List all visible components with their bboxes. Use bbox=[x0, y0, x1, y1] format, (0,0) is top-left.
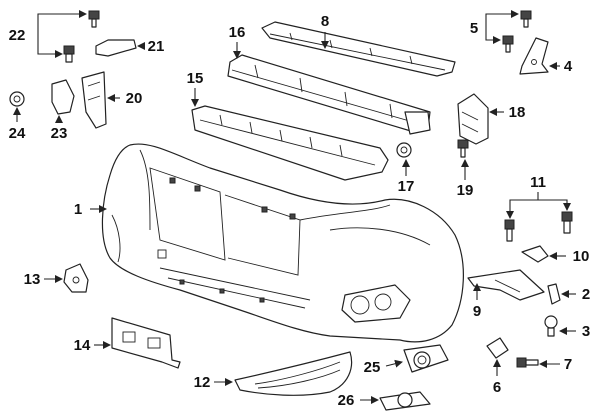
callout-4: 4 bbox=[564, 58, 573, 75]
callout-6: 6 bbox=[493, 379, 501, 396]
leader-lines bbox=[13, 10, 576, 404]
callout-1: 1 bbox=[74, 201, 82, 218]
callout-14: 14 bbox=[74, 337, 91, 354]
callout-24: 24 bbox=[9, 125, 26, 142]
part-19-screw bbox=[457, 139, 469, 158]
part-17-nut bbox=[396, 142, 412, 158]
part-10-clip bbox=[521, 245, 549, 263]
part-9-side-bracket bbox=[467, 269, 545, 301]
callout-10: 10 bbox=[573, 248, 590, 265]
part-8-absorber bbox=[261, 21, 456, 77]
part-21-bracket bbox=[95, 39, 137, 57]
callout-5: 5 bbox=[470, 20, 478, 37]
part-12-bezel bbox=[234, 351, 353, 396]
part-15-absorber bbox=[191, 105, 389, 181]
callout-25: 25 bbox=[364, 359, 381, 376]
part-7-screw bbox=[516, 357, 539, 368]
callout-17: 17 bbox=[398, 178, 415, 195]
callout-26: 26 bbox=[338, 392, 355, 409]
callout-22: 22 bbox=[9, 27, 26, 44]
callout-11: 11 bbox=[530, 174, 546, 191]
part-20-brace bbox=[81, 71, 107, 129]
part-26-sensor bbox=[379, 391, 431, 411]
part-13-tow-cover bbox=[63, 263, 89, 293]
part-25-sensor bbox=[403, 344, 449, 373]
callout-12: 12 bbox=[194, 374, 211, 391]
part-22-screws bbox=[63, 10, 100, 63]
part-11-screws bbox=[504, 211, 573, 242]
callout-15: 15 bbox=[187, 70, 204, 87]
part-24-nut bbox=[9, 91, 25, 107]
callout-23: 23 bbox=[51, 125, 68, 142]
part-14-license-bracket bbox=[111, 317, 181, 369]
part-2-grommet bbox=[547, 283, 561, 305]
callout-16: 16 bbox=[229, 24, 246, 41]
callout-2: 2 bbox=[582, 286, 590, 303]
part-5-bolts bbox=[502, 10, 532, 53]
part-1-bumper-cover bbox=[101, 143, 464, 343]
callout-labels: 1 2 3 4 5 6 7 8 9 10 11 12 13 14 15 16 1… bbox=[9, 13, 591, 409]
part-16-reinforcement bbox=[227, 54, 431, 135]
part-23-bracket bbox=[51, 79, 75, 115]
callout-21: 21 bbox=[148, 38, 165, 55]
callout-8: 8 bbox=[321, 13, 329, 30]
part-3-clip bbox=[544, 315, 558, 337]
part-6-bracket bbox=[486, 337, 509, 359]
callout-18: 18 bbox=[509, 104, 526, 121]
callout-7: 7 bbox=[564, 356, 572, 373]
callout-3: 3 bbox=[582, 323, 590, 340]
callout-9: 9 bbox=[473, 303, 481, 320]
callout-13: 13 bbox=[24, 271, 41, 288]
callout-19: 19 bbox=[457, 182, 474, 199]
part-4-bracket bbox=[519, 37, 549, 75]
part-18-bracket bbox=[457, 93, 489, 145]
callout-20: 20 bbox=[126, 90, 143, 107]
